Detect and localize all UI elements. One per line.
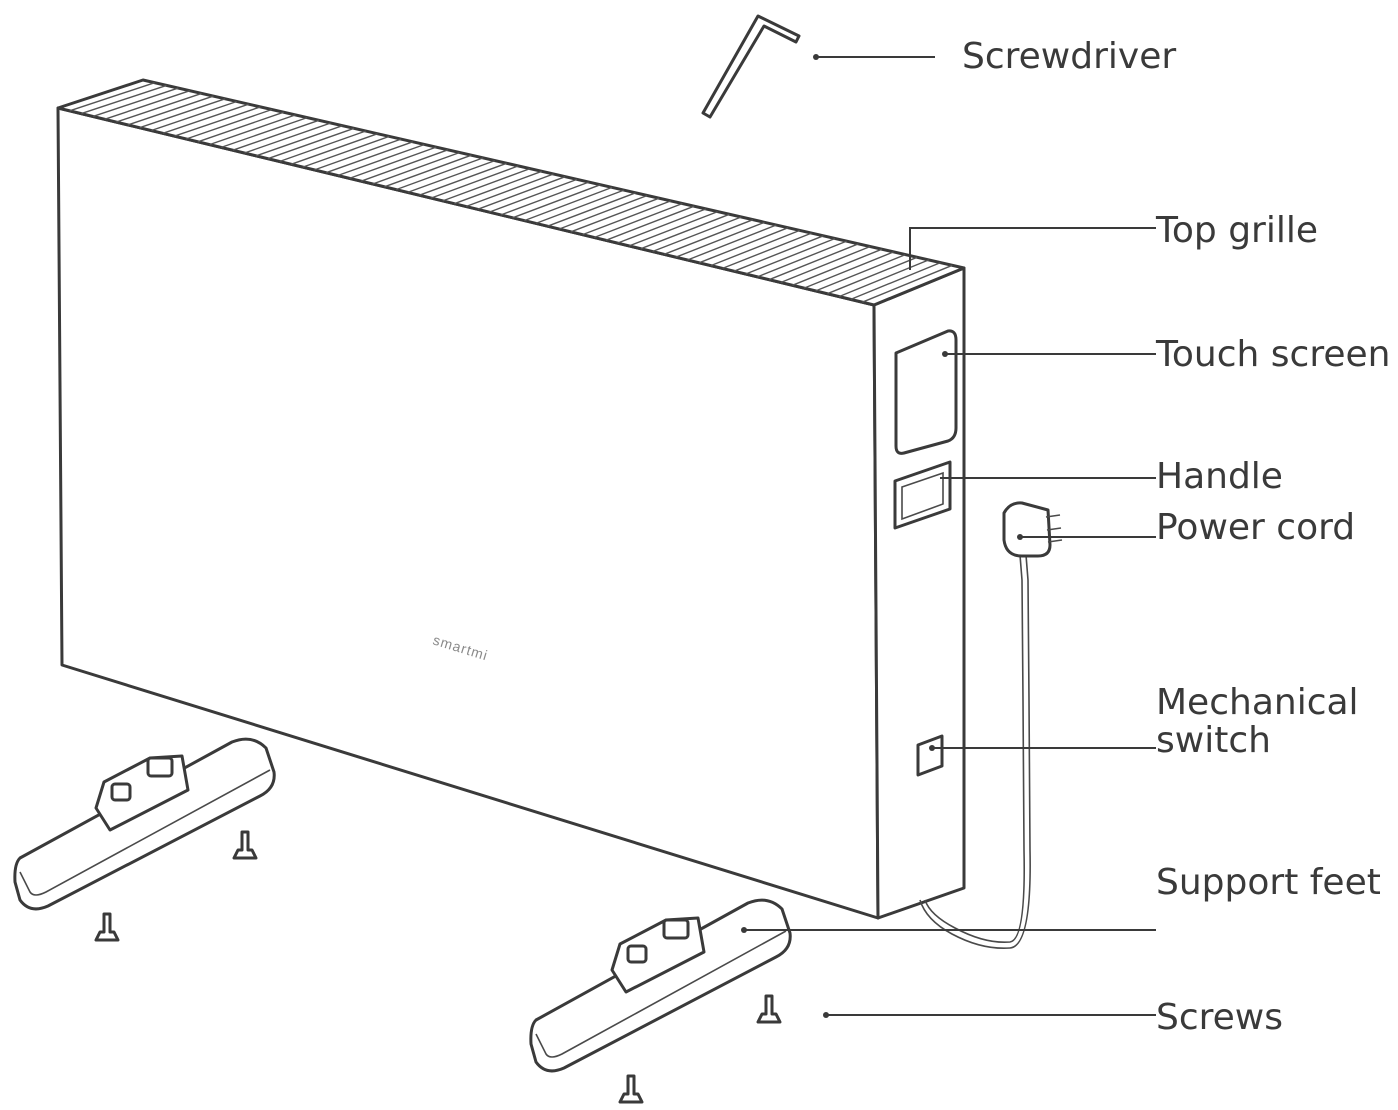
grille-slats xyxy=(69,82,953,303)
heater-body: smartmi xyxy=(56,78,966,920)
grille-slat xyxy=(722,232,812,270)
grille-slat xyxy=(104,90,191,120)
grille-slat xyxy=(605,205,695,241)
grille-slat xyxy=(127,95,214,126)
label-power-cord: Power cord xyxy=(1156,507,1355,548)
grille-slat xyxy=(827,256,918,295)
screw-2 xyxy=(94,912,120,942)
grille-slat xyxy=(185,108,273,140)
touch-screen-panel xyxy=(894,329,958,455)
screw-1 xyxy=(232,830,258,860)
grille-slat xyxy=(512,184,601,219)
grille-slat xyxy=(349,146,437,180)
label-mechanical-switch-line1: Mechanical xyxy=(1156,682,1359,723)
top-grille-surface xyxy=(56,78,966,307)
grille-slat xyxy=(663,219,754,255)
grille-slat xyxy=(279,130,367,163)
grille-slat xyxy=(617,208,707,244)
mechanical-switch-button xyxy=(916,734,944,777)
grille-slat xyxy=(780,245,871,284)
power-plug xyxy=(1002,501,1052,558)
grille-slat xyxy=(92,87,179,118)
grille-slat xyxy=(745,237,836,275)
label-top-grille: Top grille xyxy=(1155,210,1318,251)
grille-slat xyxy=(116,92,202,123)
grille-slat xyxy=(710,229,801,267)
grille-slat xyxy=(687,224,777,261)
grille-slat xyxy=(465,173,554,208)
grille-slat xyxy=(372,151,460,185)
grille-slat xyxy=(535,189,625,225)
grille-slat xyxy=(454,170,543,205)
grille-slat xyxy=(524,186,613,222)
grille-slat xyxy=(395,157,484,191)
grille-slat xyxy=(419,162,507,196)
grille-slat xyxy=(69,82,155,112)
grille-slat xyxy=(337,143,425,177)
label-touch-screen: Touch screen xyxy=(1155,334,1390,375)
grille-slat xyxy=(407,159,496,194)
label-mechanical-switch-line2: switch xyxy=(1156,720,1271,761)
grille-slat xyxy=(360,149,449,182)
grille-slat xyxy=(593,202,683,239)
grille-slat xyxy=(139,98,226,129)
grille-slat xyxy=(815,253,906,292)
support-foot-right xyxy=(529,898,792,1073)
grille-slat xyxy=(442,167,531,202)
grille-slat xyxy=(547,192,636,227)
grille-slat xyxy=(302,135,390,168)
grille-slat xyxy=(290,133,378,165)
grille-slat xyxy=(803,251,894,289)
grille-slat xyxy=(582,200,672,236)
grille-slat xyxy=(220,116,308,149)
label-support-feet: Support feet xyxy=(1156,862,1381,903)
grille-slat xyxy=(792,248,883,286)
grille-slat xyxy=(232,119,320,151)
grille-slat xyxy=(570,197,660,233)
screwdriver-illustration xyxy=(701,14,801,119)
grille-slat xyxy=(559,194,648,230)
support-foot-left xyxy=(13,737,276,911)
grille-slat xyxy=(500,181,589,216)
grille-slat xyxy=(81,84,167,115)
grille-slat xyxy=(733,235,824,272)
grille-slat xyxy=(209,114,296,146)
label-handle: Handle xyxy=(1156,456,1283,497)
grille-slat xyxy=(325,141,414,174)
grille-slat xyxy=(850,261,941,301)
grille-slat xyxy=(151,100,238,132)
grille-slat xyxy=(768,243,859,281)
grille-slat xyxy=(640,213,730,250)
grille-slat xyxy=(162,103,249,134)
grille-slat xyxy=(197,111,284,143)
grille-slat xyxy=(628,210,718,247)
grille-slat xyxy=(757,240,847,278)
grille-slat xyxy=(698,227,789,264)
screw-4 xyxy=(618,1074,644,1104)
grille-slat xyxy=(652,216,742,253)
grille-slat xyxy=(489,178,578,213)
grille-slat xyxy=(862,264,953,303)
label-screws: Screws xyxy=(1156,997,1283,1038)
grille-slat xyxy=(244,122,331,154)
part-labels: Screwdriver Top grille Touch screen Hand… xyxy=(962,36,1390,1038)
grille-slat xyxy=(255,125,343,157)
screw-3 xyxy=(756,994,782,1024)
grille-slat xyxy=(675,221,765,258)
grille-slat xyxy=(314,138,402,171)
power-cord-illustration xyxy=(919,501,1063,950)
grille-slat xyxy=(838,259,930,298)
leader-top-grille xyxy=(909,227,1156,270)
handle-slot xyxy=(893,460,952,530)
label-screwdriver: Screwdriver xyxy=(962,36,1176,77)
screws-illustration xyxy=(94,830,782,1104)
grille-slat xyxy=(174,106,261,137)
grille-slat xyxy=(430,165,519,199)
grille-slat xyxy=(477,176,566,210)
grille-slat xyxy=(384,154,472,188)
leader-lines xyxy=(741,54,1156,1018)
grille-slat xyxy=(267,127,355,160)
